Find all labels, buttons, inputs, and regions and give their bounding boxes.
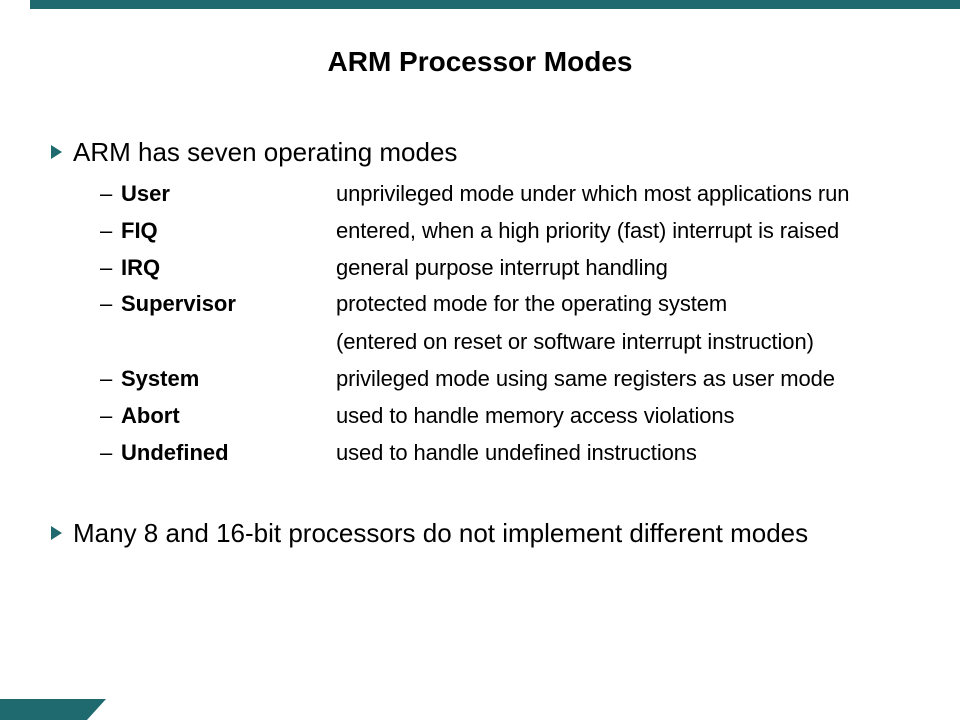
mode-description: used to handle memory access violations bbox=[336, 403, 735, 428]
slide-title: ARM Processor Modes bbox=[327, 46, 633, 77]
mode-dash: – bbox=[100, 218, 113, 243]
mode-row-undefined: –Undefined used to handle undefined instr… bbox=[100, 440, 950, 466]
mode-description: used to handle undefined instructions bbox=[336, 440, 697, 465]
mode-row-system: –System privileged mode using same regist… bbox=[100, 366, 950, 392]
bullet-text: Many 8 and 16-bit processors do not impl… bbox=[73, 518, 809, 548]
mode-name: IRQ bbox=[121, 255, 161, 280]
bullet-item-other-processors: Many 8 and 16-bit processors do not impl… bbox=[50, 518, 808, 548]
mode-name: User bbox=[121, 181, 170, 206]
mode-name: System bbox=[121, 366, 200, 391]
bullet-text: ARM has seven operating modes bbox=[73, 137, 458, 167]
bottom-left-accent bbox=[0, 699, 106, 720]
mode-row-fiq: –FIQ entered, when a high priority (fast)… bbox=[100, 218, 950, 244]
mode-dash: – bbox=[100, 440, 113, 465]
mode-dash: – bbox=[100, 366, 113, 391]
mode-row-supervisor: –Supervisor protected mode for the operat… bbox=[100, 291, 950, 317]
mode-row-irq: –IRQ general purpose interrupt handling bbox=[100, 255, 950, 281]
mode-description: entered, when a high priority (fast) int… bbox=[336, 218, 840, 243]
bullet-triangle-icon bbox=[51, 145, 62, 159]
mode-description: protected mode for the operating system bbox=[336, 291, 728, 316]
mode-row-supervisor-continuation: (entered on reset or software interrupt … bbox=[100, 329, 950, 355]
mode-dash: – bbox=[100, 291, 113, 316]
top-accent-bar bbox=[30, 0, 960, 9]
mode-row-abort: –Abort used to handle memory access viola… bbox=[100, 403, 950, 429]
mode-name: Abort bbox=[121, 403, 180, 428]
bullet-item-operating-modes: ARM has seven operating modes bbox=[50, 137, 457, 167]
mode-description: unprivileged mode under which most appli… bbox=[336, 181, 850, 206]
mode-name: Undefined bbox=[121, 440, 229, 465]
mode-dash: – bbox=[100, 181, 113, 206]
mode-dash: – bbox=[100, 255, 113, 280]
mode-dash: – bbox=[100, 403, 113, 428]
mode-name: FIQ bbox=[121, 218, 158, 243]
mode-name: Supervisor bbox=[121, 291, 236, 316]
bullet-triangle-icon bbox=[51, 526, 62, 540]
mode-description: privileged mode using same registers as … bbox=[336, 366, 835, 391]
mode-row-user: –User unprivileged mode under which most … bbox=[100, 181, 950, 207]
mode-description: (entered on reset or software interrupt … bbox=[336, 329, 814, 354]
mode-description: general purpose interrupt handling bbox=[336, 255, 668, 280]
